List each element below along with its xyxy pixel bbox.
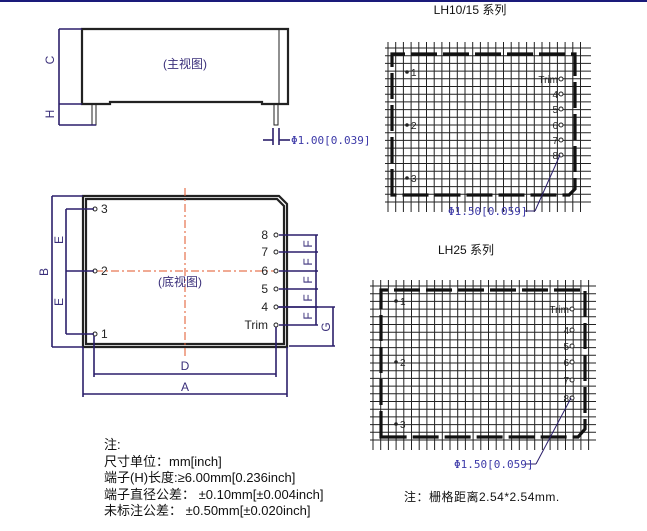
grid-lh10-hole-callout: Φ1.50[0.059] — [448, 205, 527, 218]
notes-heading: 注: — [104, 437, 121, 452]
grid-lh10-15: LH10/15 系列 1 2 3 Trim 4 5 6 7 8 Φ1.50[0.059] — [385, 3, 591, 218]
dim-f-label-5: F — [301, 312, 315, 319]
pin-label: 5 — [552, 105, 558, 116]
pin-label: 8 — [552, 151, 558, 162]
pin-label: 4 — [563, 326, 569, 337]
pin-label: 6 — [563, 358, 569, 369]
grid-lh25-hole-callout: Φ1.50[0.059] — [454, 458, 533, 471]
pin-hole — [394, 422, 398, 426]
pin-hole — [558, 122, 564, 128]
dim-e-label-bottom: E — [52, 298, 66, 306]
front-view-label: (主视图) — [163, 56, 207, 71]
grid-lh25: LH25 系列 1 2 3 Trim 4 5 6 7 8 Φ1.50[0.059] — [370, 243, 596, 471]
pin-label: 2 — [400, 358, 406, 369]
pin-hole — [394, 360, 398, 364]
pin-label: 1 — [101, 327, 108, 341]
pin-hole — [273, 304, 279, 310]
pin-hole — [405, 70, 409, 74]
top-border — [0, 0, 647, 2]
grid-lh10-outline — [390, 52, 577, 197]
pin-hole — [273, 232, 279, 238]
note-line: 尺寸单位：mm[inch] — [104, 453, 222, 469]
pin-label: 1 — [400, 297, 406, 308]
pin-label: 8 — [563, 394, 569, 405]
pin-hole — [558, 106, 564, 112]
pin-label: 4 — [552, 90, 558, 101]
grid-lh25-title: LH25 系列 — [438, 243, 494, 257]
pin-hole — [569, 327, 575, 333]
pin-hole — [273, 286, 279, 292]
pin-hole — [569, 306, 575, 312]
grid-spacing-note: 注：栅格距离2.54*2.54mm. — [404, 490, 560, 504]
dim-g-label: G — [319, 322, 333, 331]
pin-label: Trim — [538, 75, 558, 86]
grid-lh25-outline — [379, 288, 587, 439]
dim-e-label-top: E — [52, 236, 66, 244]
dim-f-label-3: F — [301, 276, 315, 283]
pin-hole — [273, 322, 279, 328]
pin-label: 2 — [101, 264, 108, 278]
pin-label: 5 — [261, 282, 268, 296]
pin-hole — [558, 91, 564, 97]
note-line: 端子(H)长度:≥6.00mm[0.236inch] — [104, 470, 296, 485]
pin-label: 8 — [261, 228, 268, 242]
pin-hole — [273, 268, 279, 274]
pin-hole — [405, 176, 409, 180]
pin-hole — [569, 359, 575, 365]
pin-label: 5 — [563, 342, 569, 353]
pin-label: 7 — [563, 376, 569, 387]
front-pin-right — [273, 103, 279, 126]
pin-label: 6 — [261, 264, 268, 278]
pin-label: 2 — [411, 121, 417, 132]
pin-label: 4 — [261, 300, 268, 314]
pin-hole — [558, 76, 564, 82]
dim-a-label: A — [181, 380, 189, 394]
pin-hole — [273, 249, 279, 255]
pin-label: 3 — [400, 420, 406, 431]
pin-hole — [405, 123, 409, 127]
front-pin-left — [91, 103, 97, 126]
front-view: (主视图) C H Φ1.00[0.039] — [43, 27, 370, 147]
pin-label: 7 — [552, 136, 558, 147]
pin-label: Trim — [549, 305, 569, 316]
dim-h-label: H — [43, 110, 57, 119]
dim-f-label-4: F — [301, 294, 315, 301]
bottom-outline — [81, 194, 289, 349]
notes: 注: 尺寸单位：mm[inch] 端子(H)长度:≥6.00mm[0.236in… — [104, 437, 323, 520]
dim-b-label: B — [37, 268, 51, 276]
pin-hole — [569, 343, 575, 349]
pin-label: 3 — [101, 202, 108, 216]
pin-label: 6 — [552, 121, 558, 132]
grid-lh10-title: LH10/15 系列 — [434, 3, 507, 17]
pin-label: 3 — [411, 174, 417, 185]
pin-hole — [394, 299, 398, 303]
note-line: 端子直径公差： ±0.10mm[±0.004inch] — [104, 486, 324, 502]
front-body-outline — [80, 27, 290, 106]
pin-hole — [569, 377, 575, 383]
pin-label: 7 — [261, 245, 268, 259]
dim-f-label-1: F — [301, 240, 315, 247]
bottom-view-label: (底视图) — [158, 274, 202, 289]
dim-f-label-2: F — [301, 258, 315, 265]
note-line: 未标注公差： ±0.50mm[±0.020inch] — [104, 503, 311, 518]
bottom-inner-outline — [84, 197, 286, 346]
dim-d-label: D — [181, 359, 190, 373]
pin-hole — [558, 137, 564, 143]
pin-diameter-callout: Φ1.00[0.039] — [291, 134, 370, 147]
dim-c-label: C — [43, 55, 57, 64]
pin-label: 1 — [411, 68, 417, 79]
pin-label: Trim — [244, 318, 268, 332]
